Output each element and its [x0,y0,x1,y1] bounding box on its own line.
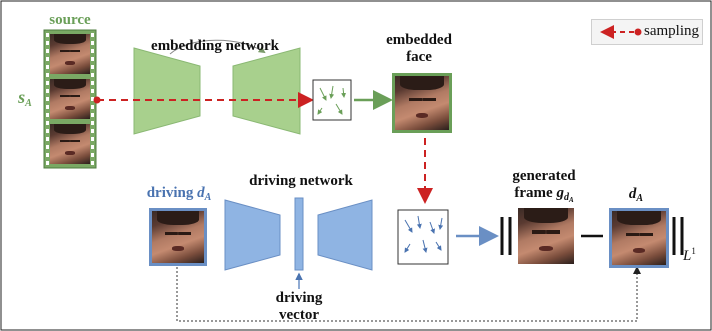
driving-label-text: driving [146,185,194,201]
source-frame-2 [50,79,90,119]
generated-symbol-subsub: A [568,195,574,204]
source-frame-3 [50,124,90,164]
embedded-face-label: embedded face [378,32,460,65]
driving-symbol-sub: A [204,192,212,203]
embedding-decoder-shape [232,47,301,135]
loss-symbol: L [683,248,692,264]
loss-superscript: 1 [691,246,696,256]
generated-frame-image [518,208,574,264]
target-frame-image [609,208,669,268]
generated-frame-label-word: frame [514,184,553,201]
sampling-legend-icon [600,25,642,39]
driving-encoder-shape [224,199,281,271]
driving-symbol-main: d [197,185,205,201]
source-symbol-main: s [18,87,26,107]
embedded-face-label-line1: embedded [386,32,452,48]
embedded-face-label-line2: face [406,48,432,65]
embedding-warp-field [312,79,352,121]
generated-symbol-sub: dA [563,191,574,204]
generated-frame-label: generated frame gdA [496,168,592,204]
driving-vector-bar [294,197,304,271]
driving-warp-field [397,209,449,265]
loss-label: L1 [683,246,709,265]
driving-vector-label: driving vector [264,290,334,323]
driving-vector-label-line1: driving [275,290,323,306]
target-symbol-main: d [628,186,637,202]
target-connection-arrow [176,263,641,322]
driving-decoder-shape [317,199,373,271]
embedded-face-image [392,73,452,133]
source-label: source [49,12,91,28]
embedding-encoder-shape [133,47,201,135]
generated-symbol-main: g [556,184,564,201]
driving-vector-label-line2: vector [279,306,319,323]
source-symbol: sA [8,87,42,109]
generated-frame-label-line1: generated [512,168,576,184]
driving-network-label: driving network [249,173,353,189]
legend-text: sampling [644,23,699,39]
skip-connection-arrow [169,39,266,55]
source-frame-1 [50,34,90,74]
driving-label: driving dA [134,185,224,203]
legend-box: sampling [591,19,703,45]
target-label: dA [616,186,656,204]
source-symbol-sub: A [25,98,32,109]
generated-symbol-sub-text: d [563,191,569,203]
driving-frame-image [149,208,207,266]
target-symbol-sub: A [636,193,644,204]
embedding-network-label: embedding network [151,38,279,54]
generated-frame-label-line2: frame gdA [496,185,592,205]
